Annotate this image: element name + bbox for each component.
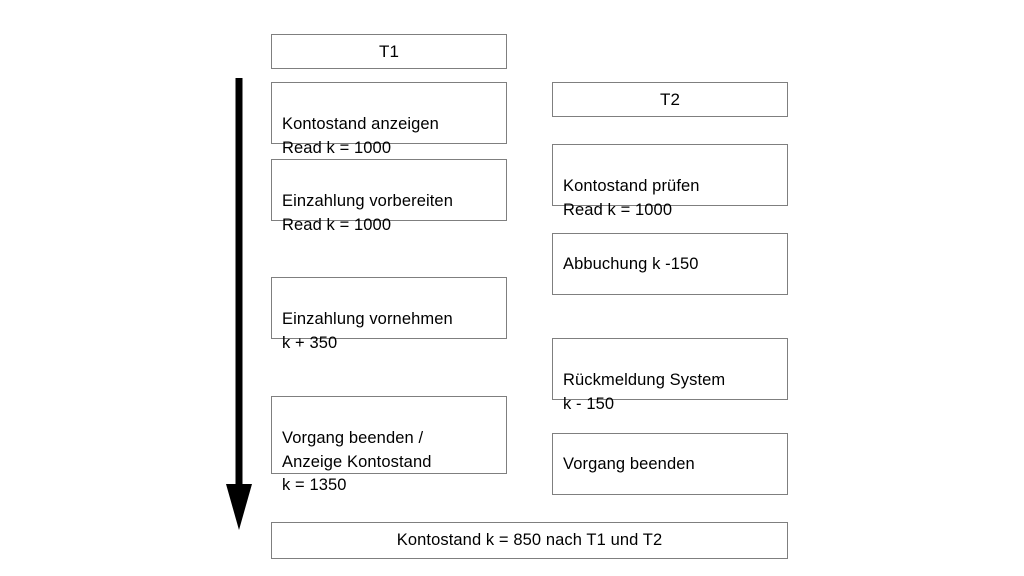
t1-step-3-box[interactable]: Einzahlung vornehmen k + 350	[271, 277, 507, 352]
t2-step-1-text: Kontostand prüfen Read k = 1000	[563, 177, 700, 219]
t1-step-1-box[interactable]: Kontostand anzeigen Read k = 1000	[271, 82, 507, 157]
t2-step-3-text: Rückmeldung System k - 150	[563, 371, 726, 413]
t2-step-4-text: Vorgang beenden	[563, 454, 695, 473]
t2-step-3-box[interactable]: Rückmeldung System k - 150	[552, 338, 788, 413]
t1-step-2-box[interactable]: Einzahlung vorbereiten Read k = 1000	[271, 159, 507, 234]
summary-text: Kontostand k = 850 nach T1 und T2	[396, 531, 663, 550]
column-header-t1: T1	[271, 34, 507, 69]
t1-step-3-text: Einzahlung vornehmen k + 350	[282, 310, 453, 352]
t1-step-4-box[interactable]: Vorgang beenden / Anzeige Kontostand k =…	[271, 396, 507, 494]
column-header-t2-label: T2	[659, 89, 681, 109]
t1-step-1-text: Kontostand anzeigen Read k = 1000	[282, 115, 439, 157]
time-axis-arrow	[226, 78, 252, 530]
column-header-t1-label: T1	[378, 41, 400, 61]
column-header-t2: T2	[552, 82, 788, 117]
t2-step-4-box[interactable]: Vorgang beenden	[552, 433, 788, 495]
summary-box[interactable]: Kontostand k = 850 nach T1 und T2	[271, 522, 788, 559]
t2-step-2-box[interactable]: Abbuchung k -150	[552, 233, 788, 295]
t2-step-2-text: Abbuchung k -150	[563, 254, 699, 273]
t1-step-2-text: Einzahlung vorbereiten Read k = 1000	[282, 192, 453, 234]
t1-step-4-text: Vorgang beenden / Anzeige Kontostand k =…	[282, 429, 432, 495]
t2-step-1-box[interactable]: Kontostand prüfen Read k = 1000	[552, 144, 788, 219]
